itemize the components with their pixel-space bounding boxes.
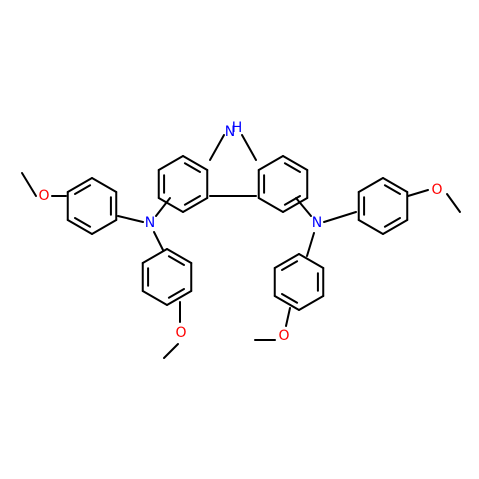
left-lower-anisyl-ring-edge-1 (141, 290, 168, 306)
carbazole-right-ring-edge-1 (282, 155, 309, 171)
carbazole-right-ring-edge-3 (282, 197, 309, 213)
carbazole-left-ring-edge-2 (157, 197, 184, 213)
right-lower-anisyl-ring-edge-3 (273, 253, 300, 269)
right-upper-anisyl-ring-double-1 (383, 217, 402, 228)
carbazole-n-right-bond (241, 134, 257, 161)
left-n-lower-aryl-bond (153, 231, 164, 251)
nh-hydrogen-label: H (232, 120, 243, 136)
left-upper-anisyl-ring-edge-4 (66, 177, 93, 193)
carbazole-right-ring-double-3 (283, 195, 302, 206)
left-lower-anisyl-ring-edge-3 (141, 248, 168, 264)
carbazole-right-ring-edge-0 (257, 155, 284, 171)
left-upper-anisyl-ring-edge-2 (66, 219, 93, 235)
right-upper-anisyl-ring-edge-2 (357, 219, 384, 235)
carbazole-n-left-bond (209, 134, 225, 161)
right-lower-anisyl-ring-double-3 (280, 260, 299, 271)
left-upper-anisyl-ring-edge-5 (91, 177, 118, 193)
carbazole-right-ring-double-1 (283, 162, 302, 173)
left-n-upper-aryl-bond (117, 215, 144, 223)
left-upper-methyl-bond (21, 172, 37, 197)
right-n-lower-aryl-bond (306, 232, 315, 257)
right-upper-anisyl-ring-edge-1 (382, 219, 409, 235)
left-upper-anisyl-ring-edge-1 (91, 219, 118, 235)
right-n-upper-aryl-bond (323, 211, 357, 223)
right-upper-methyl-bond (446, 193, 461, 213)
right-upper-o-ring-bond (407, 189, 429, 197)
carbazole-right-ring-edge-4 (257, 197, 284, 213)
right-lower-anisyl-ring-edge-4 (298, 253, 325, 269)
carbazole-left-ring-edge-4 (157, 155, 184, 171)
left-upper-anisyl-ring-double-2 (73, 217, 92, 228)
left-n-ring-bond (155, 197, 171, 217)
left-lower-anisyl-ring-double-0 (167, 288, 186, 299)
right-n-ring-bond (295, 197, 312, 217)
right-upper-anisyl-ring-edge-5 (382, 177, 409, 193)
right-upper-methoxy-oxygen-label: O (431, 182, 442, 198)
carbazole-left-ring-double-1 (183, 195, 202, 206)
right-lower-anisyl-ring-double-1 (280, 293, 299, 304)
right-lower-anisyl-ring-edge-1 (273, 295, 300, 311)
left-lower-methyl-bond (163, 343, 179, 359)
left-lower-methoxy-oxygen-label: O (175, 325, 186, 341)
right-lower-anisyl-ring-edge-0 (298, 295, 325, 311)
right-upper-anisyl-ring-double-5 (383, 184, 402, 195)
right-amine-nitrogen-label: N (312, 215, 322, 231)
left-upper-methoxy-oxygen-label: O (38, 188, 49, 204)
carbazole-nitrogen-label: N (225, 124, 235, 140)
carbazole-left-ring-edge-5 (182, 155, 209, 171)
left-upper-anisyl-ring-double-4 (73, 184, 92, 195)
carbazole-left-ring-edge-1 (182, 197, 209, 213)
right-lower-methoxy-oxygen-label: O (278, 328, 289, 344)
right-upper-anisyl-ring-edge-4 (357, 177, 384, 193)
carbazole-left-ring-double-5 (183, 162, 202, 173)
left-lower-anisyl-ring-double-4 (167, 255, 186, 266)
bonds (21, 134, 461, 359)
left-lower-anisyl-ring-edge-0 (166, 290, 193, 306)
right-lower-o-ring-bond (285, 307, 291, 327)
atom-labels: H N N N O O O O (38, 120, 442, 344)
left-lower-anisyl-ring-edge-4 (166, 248, 193, 264)
left-amine-nitrogen-label: N (145, 215, 155, 231)
